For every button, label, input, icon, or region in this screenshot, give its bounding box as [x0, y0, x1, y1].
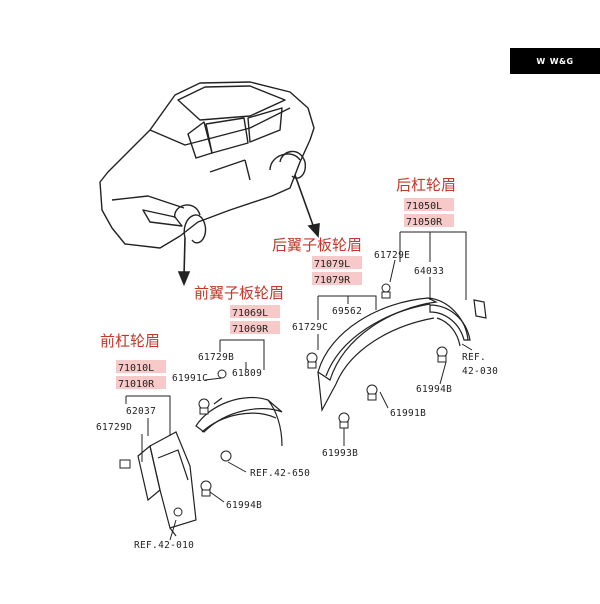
group-title-rear-fender-flare: 后翼子板轮眉 [272, 236, 362, 254]
subpart-label: 61729C [292, 322, 328, 333]
group-front-fender-flare: 前翼子板轮眉 71069L 71069R 61729B 61809 [194, 284, 284, 447]
part-number: 71050L [406, 201, 442, 212]
part-highlight [404, 214, 454, 227]
pointer-arrows [177, 174, 320, 287]
group-rear-fender-flare: 后翼子板轮眉 71079L 71079R 69562 61729C [272, 236, 469, 412]
fastener-label: 61991C [172, 373, 208, 384]
reference-label: REF.42-650 [250, 468, 310, 479]
part-highlight [312, 256, 362, 269]
fastener-icons [198, 346, 448, 497]
part-number: 71079L [314, 259, 350, 270]
clip-61993B-icon [338, 412, 350, 429]
clip-61991C-icon [198, 398, 210, 415]
subpart-label: 64033 [414, 266, 444, 277]
part-number: 71069R [232, 324, 269, 335]
subpart-label: 62037 [126, 406, 156, 417]
brand-logo: W W&G [510, 48, 600, 74]
clip-61729B-icon [217, 369, 227, 379]
clip-61994B-front-icon [200, 480, 212, 497]
part-number: 71010R [118, 379, 155, 390]
group-title-rear-bumper-flare: 后杠轮眉 [396, 176, 456, 194]
fastener-label: 61991B [390, 408, 426, 419]
front-bumper-flare-part [137, 431, 197, 537]
leader-lines [169, 343, 473, 541]
group-title-front-bumper-flare: 前杠轮眉 [100, 332, 160, 350]
car-illustration [99, 81, 315, 249]
reference-label: REF. [462, 352, 486, 363]
rear-fender-flare-part [317, 297, 469, 412]
subpart-label: 61809 [232, 368, 262, 379]
reference-label: REF.42-010 [134, 540, 194, 551]
group-front-bumper-flare: 前杠轮眉 71010L 71010R 62037 61729D [96, 332, 197, 537]
group-title-front-fender-flare: 前翼子板轮眉 [194, 284, 284, 302]
fastener-label: 61994B [416, 384, 452, 395]
part-highlight [230, 305, 280, 318]
subpart-label: 69562 [332, 306, 362, 317]
clip-61994B-rear-icon [436, 346, 448, 363]
logo-text: W&G [549, 56, 574, 66]
subpart-label: 61729E [374, 250, 410, 261]
part-number: 71069L [232, 308, 268, 319]
part-highlight [312, 272, 362, 285]
part-number: 71010L [118, 363, 154, 374]
rear-bumper-flare-part [429, 299, 487, 347]
group-rear-bumper-flare: 后杠轮眉 71050L 71050R 61729E 64033 [374, 176, 487, 347]
bracket-icon [220, 450, 232, 462]
fastener-label: 61994B [226, 500, 262, 511]
part-highlight [116, 360, 166, 373]
reference-label: 42-030 [462, 366, 498, 377]
part-number: 71079R [314, 275, 351, 286]
part-number: 71050R [406, 217, 443, 228]
fastener-label: 61993B [322, 448, 358, 459]
part-highlight [230, 321, 280, 334]
logo-mark-icon: W [536, 56, 546, 66]
clip-61991B-icon [366, 384, 378, 401]
part-highlight [116, 376, 166, 389]
front-fender-flare-part [195, 396, 283, 447]
subpart-label: 61729B [198, 352, 234, 363]
clip-61729C-icon [306, 352, 318, 369]
part-highlight [404, 198, 454, 211]
subpart-label: 61729D [96, 422, 132, 433]
